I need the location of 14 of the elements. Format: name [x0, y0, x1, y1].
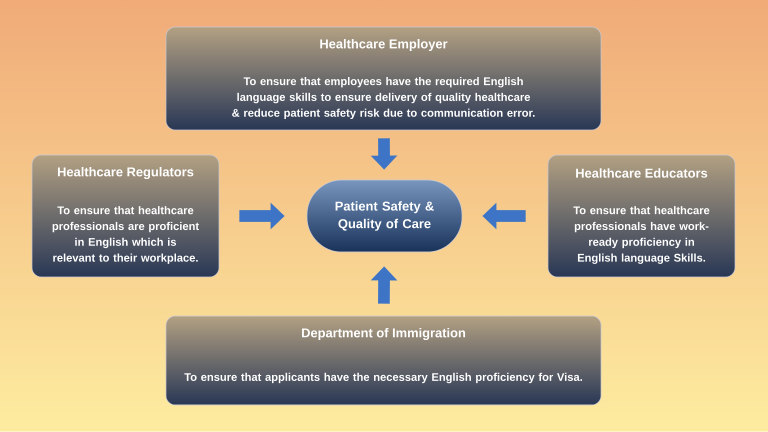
info-card	[32, 154, 220, 278]
info-card	[166, 26, 602, 130]
card-heading: Healthcare Educators	[576, 168, 708, 178]
card-text: To ensure that healthcare professionals have work-ready proficiency in English language Skills.	[573, 206, 710, 264]
card-heading: Department of Immigration	[302, 328, 466, 340]
card-text: To ensure that employees have the required English language skills to ensure delivery of quality healthcare & reduce patient safety risk due to communication error.	[232, 77, 535, 119]
card-text: To ensure that healthcare professionals are proficient in English which is relevant to their workplace.	[52, 206, 199, 264]
box-label: Patient Safety & Quality of Care	[336, 201, 434, 231]
card-text: To ensure that applicants have the necessary English proficiency for Visa.	[184, 372, 582, 384]
center-box	[306, 180, 462, 252]
info-card	[166, 316, 602, 406]
card-heading: Healthcare Regulators	[58, 166, 194, 180]
card-heading: Healthcare Employer	[320, 39, 448, 51]
info-card	[548, 154, 736, 278]
